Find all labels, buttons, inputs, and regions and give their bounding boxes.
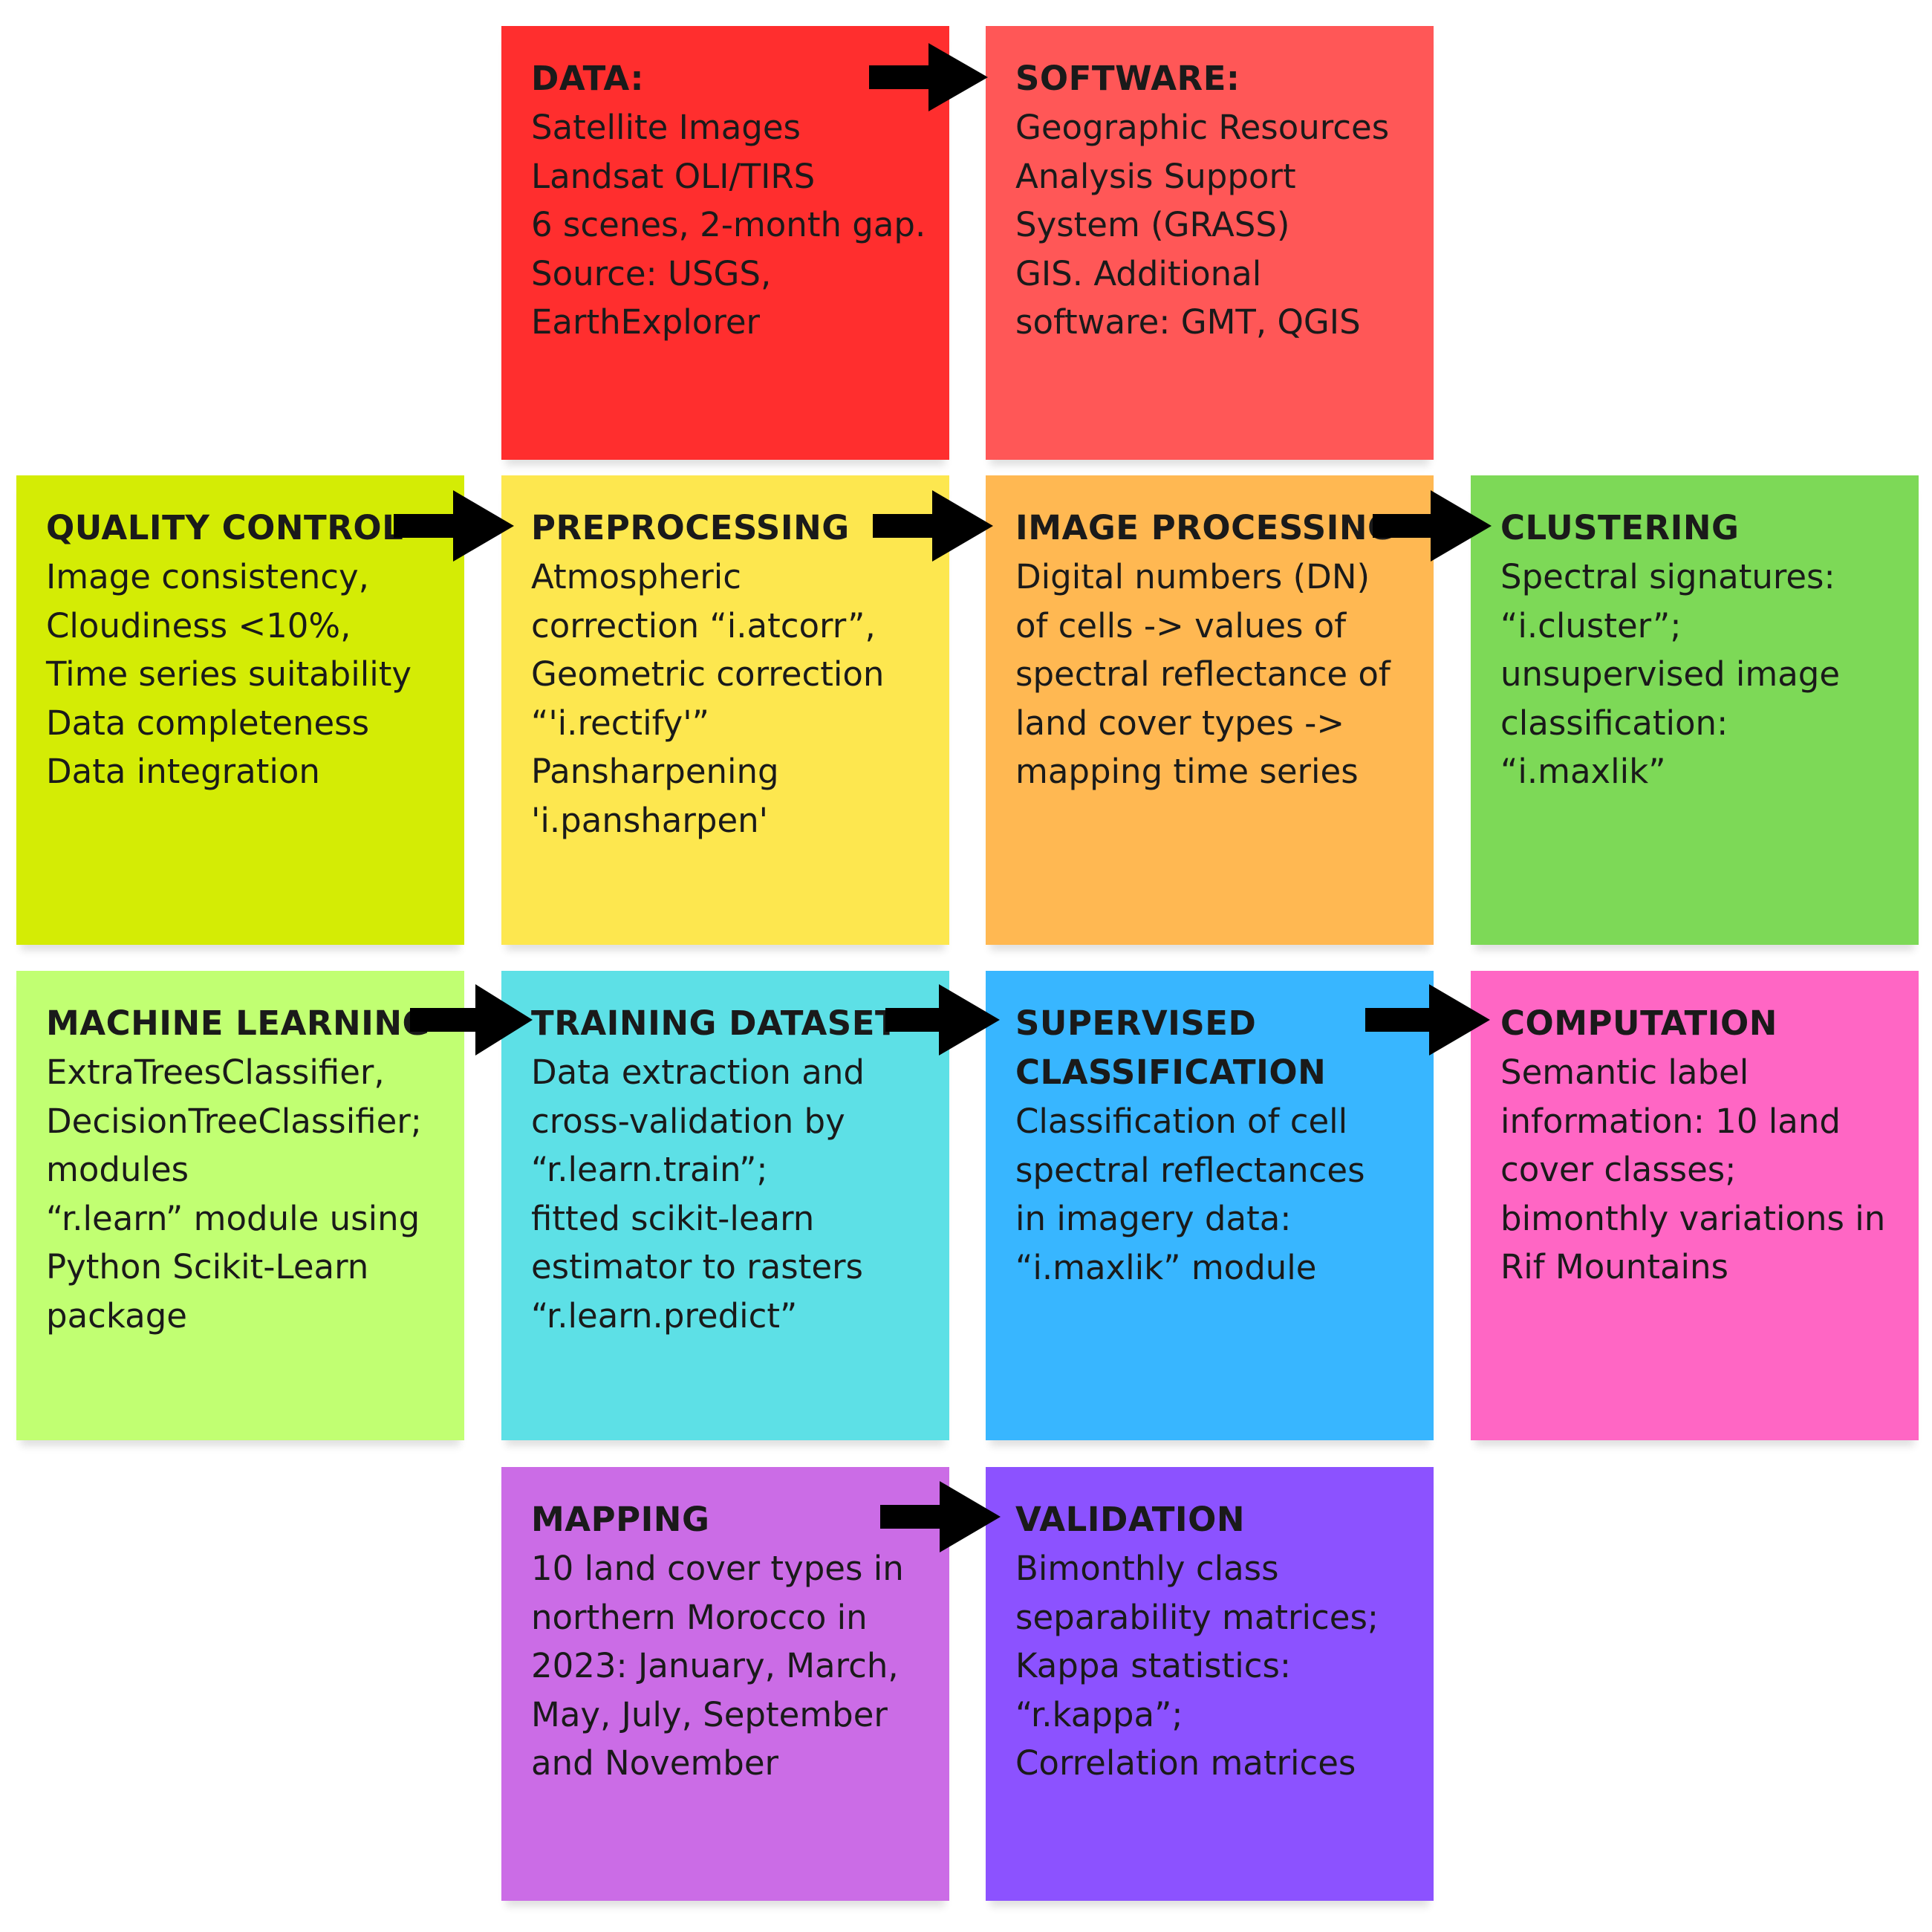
mapping-title: MAPPING xyxy=(531,1500,710,1539)
supervised-classification-body: Classification of cell spectral reflecta… xyxy=(1015,1102,1365,1287)
computation-box: COMPUTATION Semantic label information: … xyxy=(1471,971,1919,1440)
validation-box: VALIDATION Bimonthly class separability … xyxy=(986,1467,1434,1901)
validation-title: VALIDATION xyxy=(1015,1500,1246,1539)
quality-control-title: QUALITY CONTROL xyxy=(46,508,404,547)
software-body: Geographic Resources Analysis Support Sy… xyxy=(1015,108,1390,342)
machine-learning-box: MACHINE LEARNING ExtraTreesClassifier, D… xyxy=(16,971,464,1440)
software-box: SOFTWARE: Geographic Resources Analysis … xyxy=(986,26,1434,460)
training-dataset-title: TRAINING DATASET xyxy=(531,1004,899,1043)
supervised-classification-title: SUPERVISED CLASSIFICATION xyxy=(1015,1004,1327,1092)
data-title: DATA: xyxy=(531,59,645,98)
mapping-body: 10 land cover types in northern Morocco … xyxy=(531,1549,904,1783)
preprocessing-body: Atmospheric correction “i.atcorr”, Geome… xyxy=(531,557,885,840)
clustering-box: CLUSTERING Spectral signatures: “i.clust… xyxy=(1471,475,1919,945)
computation-body: Semantic label information: 10 land cove… xyxy=(1500,1053,1886,1287)
data-box: DATA: Satellite Images Landsat OLI/TIRS … xyxy=(501,26,949,460)
image-processing-box: IMAGE PROCESSING Digital numbers (DN) of… xyxy=(986,475,1434,945)
machine-learning-body: ExtraTreesClassifier, DecisionTreeClassi… xyxy=(46,1053,422,1336)
clustering-body: Spectral signatures: “i.cluster”; unsupe… xyxy=(1500,557,1841,791)
validation-body: Bimonthly class separability matrices; K… xyxy=(1015,1549,1379,1783)
preprocessing-title: PREPROCESSING xyxy=(531,508,850,547)
image-processing-title: IMAGE PROCESSING xyxy=(1015,508,1396,547)
software-title: SOFTWARE: xyxy=(1015,59,1240,98)
preprocessing-box: PREPROCESSING Atmospheric correction “i.… xyxy=(501,475,949,945)
mapping-box: MAPPING 10 land cover types in northern … xyxy=(501,1467,949,1901)
quality-control-body: Image consistency, Cloudiness <10%, Time… xyxy=(46,557,412,791)
supervised-classification-box: SUPERVISED CLASSIFICATION Classification… xyxy=(986,971,1434,1440)
machine-learning-title: MACHINE LEARNING xyxy=(46,1004,430,1043)
quality-control-box: QUALITY CONTROL Image consistency, Cloud… xyxy=(16,475,464,945)
training-dataset-body: Data extraction and cross-validation by … xyxy=(531,1053,865,1336)
image-processing-body: Digital numbers (DN) of cells -> values … xyxy=(1015,557,1391,791)
computation-title: COMPUTATION xyxy=(1500,1004,1777,1043)
data-body: Satellite Images Landsat OLI/TIRS 6 scen… xyxy=(531,108,926,342)
clustering-title: CLUSTERING xyxy=(1500,508,1740,547)
training-dataset-box: TRAINING DATASET Data extraction and cro… xyxy=(501,971,949,1440)
